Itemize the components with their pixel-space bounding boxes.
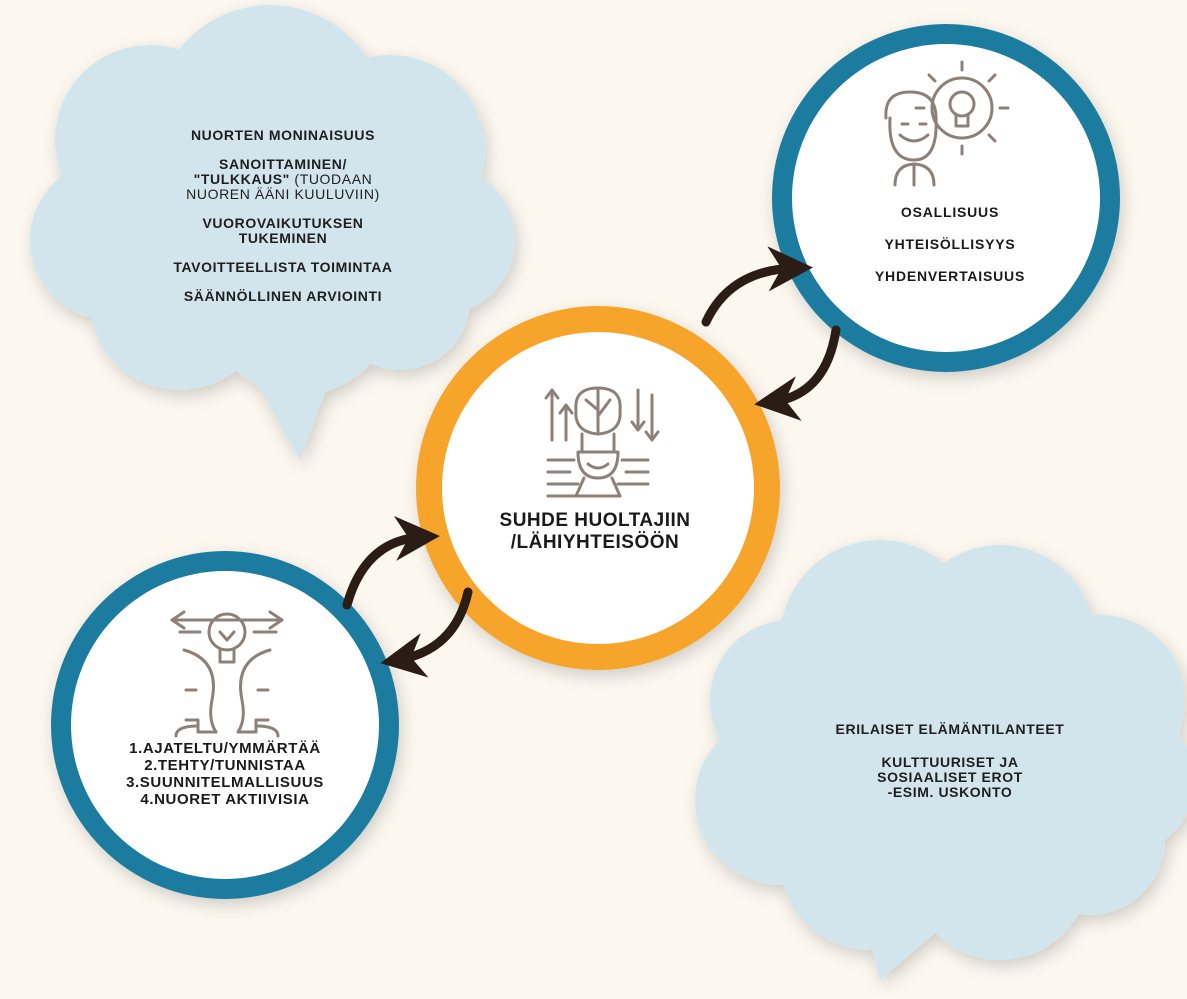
center-line-2: /LÄHIYHTEISÖÖN: [510, 532, 680, 553]
bottom-left-item-2: 2.TEHTY/TUNNISTAA: [144, 757, 306, 774]
left-cloud-line-3-rest: (TUODAAN: [289, 171, 373, 187]
center-line-1: SUHDE HUOLTAJIIN: [499, 510, 691, 531]
center-circle-text: SUHDE HUOLTAJIIN /LÄHIYHTEISÖÖN: [460, 510, 730, 554]
left-cloud-line-5: VUOROVAIKUTUKSEN: [202, 215, 364, 231]
left-cloud-line-8: SÄÄNNÖLLINEN ARVIOINTI: [183, 288, 383, 304]
arrows: [342, 246, 841, 678]
bottom-left-circle: [51, 551, 399, 899]
two-heads-lightbulb-icon: [170, 610, 284, 738]
left-cloud-line-3-bold: "TULKKAUS": [193, 171, 290, 187]
right-speech-cloud: [695, 540, 1187, 980]
top-right-item-osallisuus: OSALLISUUS: [900, 204, 1000, 220]
center-circle: [416, 306, 780, 670]
left-cloud-line-1: NUORTEN MONINAISUUS: [190, 127, 376, 143]
arrow-center-to-bottom-left: [380, 587, 473, 678]
arrow-bottom-left-to-center: [342, 515, 440, 610]
bottom-left-item-4: 4.NUORET AKTIIVISIA: [140, 791, 310, 808]
bottom-left-item-3: 3.SUUNNITELMALLISUUS: [126, 774, 324, 791]
top-right-item-yhteisollisyys: YHTEISÖLLISYYS: [884, 236, 1016, 252]
bottom-left-circle-text: 1.AJATELTU/YMMÄRTÄÄ 2.TEHTY/TUNNISTAA 3.…: [80, 740, 370, 808]
left-cloud-line-7: TAVOITTEELLISTA TOIMINTAA: [173, 259, 393, 275]
bottom-left-item-1: 1.AJATELTU/YMMÄRTÄÄ: [129, 740, 321, 757]
top-right-circle-text: OSALLISUUS YHTEISÖLLISYYS YHDENVERTAISUU…: [830, 204, 1070, 300]
left-cloud-line-4: NUOREN ÄÄNI KUULUVIIN): [186, 186, 380, 202]
top-right-circle: [772, 24, 1120, 372]
left-speech-cloud: [30, 5, 515, 460]
right-cloud-line-2: KULTTUURISET JA: [881, 754, 1019, 770]
meditating-brain-icon: [544, 386, 660, 498]
right-cloud-line-1: ERILAISET ELÄMÄNTILANTEET: [835, 721, 1065, 737]
top-right-item-yhdenvertaisuus: YHDENVERTAISUUS: [874, 268, 1026, 284]
right-cloud-line-4: -ESIM. USKONTO: [887, 784, 1013, 800]
arrow-center-to-top-right: [701, 246, 813, 327]
left-cloud-text: NUORTEN MONINAISUUS SANOITTAMINEN/ "TULK…: [108, 128, 458, 318]
arrow-top-right-to-center: [754, 325, 841, 421]
left-cloud-line-6: TUKEMINEN: [238, 230, 328, 246]
person-idea-gear-icon: [884, 60, 1010, 187]
right-cloud-line-3: SOSIAALISET EROT: [877, 769, 1023, 785]
right-cloud-text: ERILAISET ELÄMÄNTILANTEET KULTTUURISET J…: [790, 722, 1110, 800]
left-cloud-line-2: SANOITTAMINEN/: [219, 156, 347, 172]
